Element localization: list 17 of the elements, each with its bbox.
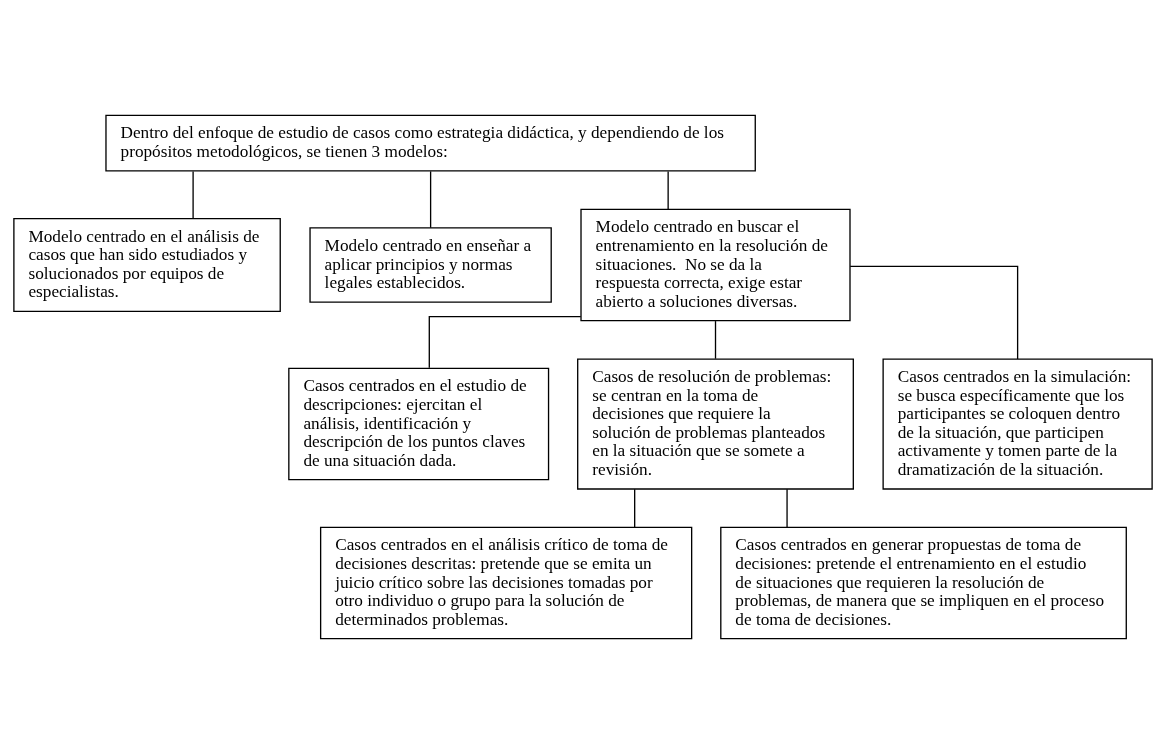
connector xyxy=(634,488,636,528)
connector xyxy=(667,170,669,210)
connector xyxy=(714,319,717,359)
node-box: Casos centrados en generar propuestas de toma de decisiones: pretende el entrenamiento en el estudio de situaciones que requieren la resolución de problemas, de manera que se impliquen en el proceso de toma de decisiones. xyxy=(720,526,1127,639)
node-box: Casos centrados en la simulación: se busca específicamente que los participantes se coloquen dentro de la situación, que participen activamente y tomen parte de la dramatización de la situación. xyxy=(882,357,1153,490)
connector xyxy=(849,265,1019,360)
node-box: Modelo centrado en el análisis de casos que han sido estudiados y solucionados por equipos de especialistas. xyxy=(13,217,281,312)
connector xyxy=(192,170,194,219)
node-box: Modelo centrado en enseñar a aplicar principios y normas legales establecidos. xyxy=(309,226,552,303)
connector xyxy=(428,315,582,369)
node-box: Modelo centrado en buscar el entrenamiento en la resolución de situaciones. No se da la respuesta correcta, exige estar abierto a soluciones diversas. xyxy=(580,208,851,321)
node-box: Dentro del enfoque de estudio de casos como estrategia didáctica, y dependiendo de los propósitos metodológicos, se tienen 3 modelos: xyxy=(105,114,756,172)
node-box: Casos de resolución de problemas: se centran en la toma de decisiones que requiere la solución de problemas planteados en la situación que se somete a revisión. xyxy=(577,357,854,490)
connector xyxy=(786,488,788,528)
node-box: Casos centrados en el estudio de descripciones: ejercitan el análisis, identificación y descripción de los puntos claves de una situación dada. xyxy=(288,367,550,480)
node-box: Casos centrados en el análisis crítico de toma de decisiones descritas: pretende que se emita un juicio crítico sobre las decisiones tomadas por otro individuo o grupo para la solución de determinados problemas. xyxy=(319,526,693,639)
connector xyxy=(429,170,432,228)
